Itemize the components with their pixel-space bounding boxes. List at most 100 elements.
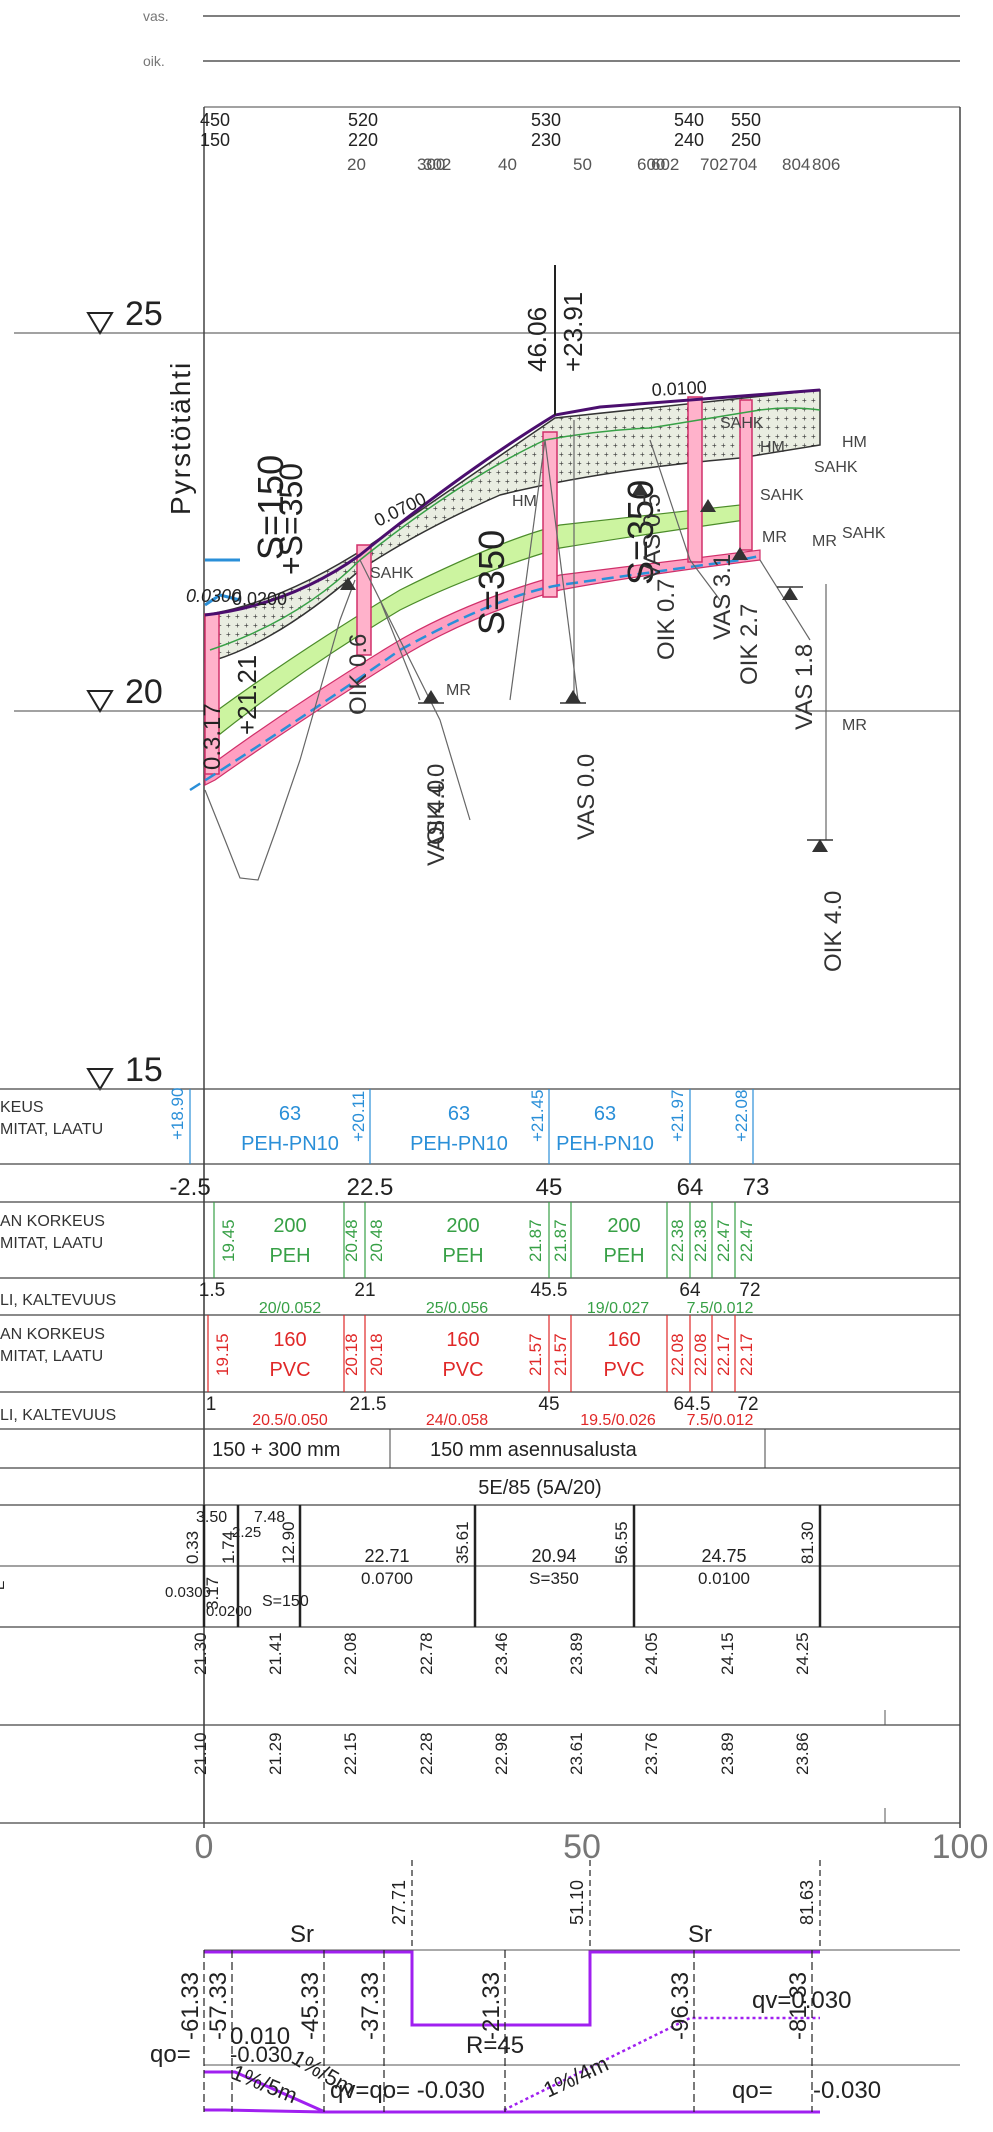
geo-bottom-5: 0.0700 [361, 1569, 413, 1588]
design-level-1: 21.30 [191, 1632, 210, 1675]
radius-150a: S=150 [250, 455, 291, 560]
sewer-station-2: 21.5 [350, 1394, 387, 1415]
design-levels: 21.30 21.41 22.08 22.78 23.46 23.89 24.0… [191, 1632, 886, 1725]
sewer-station-5: 72 [737, 1394, 758, 1415]
tag-mr-4: MR [446, 682, 471, 699]
elevation-20: 20 [125, 673, 163, 711]
geo-bottom-2: 0.0300 [165, 1584, 211, 1601]
storm-level-3: 20.48 [367, 1219, 386, 1262]
street-name: Pyrstötähti [165, 361, 196, 515]
storm-size-2: 200 [446, 1215, 479, 1237]
label-oik-06: OIK 0.6 [345, 634, 372, 715]
bedding-1: 150 + 300 mm [212, 1439, 340, 1461]
label-oik-40b: OIK 4.0 [820, 891, 847, 972]
geo-top-11: 24.75 [701, 1546, 746, 1566]
station-230: 230 [531, 130, 561, 150]
label-vas-00: VAS 0.0 [573, 754, 600, 840]
sub-50: 50 [573, 155, 592, 174]
tag-sahk-2: SAHK [760, 487, 804, 504]
top-elevation-label: 46.06 [522, 307, 552, 372]
sewer-level-6: 22.08 [668, 1333, 687, 1376]
storm-label-3: LI, KALTEVUUS [0, 1292, 116, 1309]
cf-qo-left-val: -0.030 [230, 2042, 292, 2067]
station-250: 250 [731, 130, 761, 150]
water-station-5: 73 [743, 1174, 770, 1201]
geo-top-3: 2.25 [232, 1524, 261, 1541]
cf-qv-top: qv=0.030 [752, 1987, 851, 2014]
design-level-4: 22.78 [417, 1632, 436, 1675]
geo-top-6: 12.90 [279, 1521, 298, 1564]
water-material-3: PEH-PN10 [556, 1133, 654, 1155]
cf-qv-qo: qv=qo= -0.030 [330, 2077, 485, 2104]
sub-806: 806 [812, 155, 840, 174]
elevation-marks: 25 20 15 [86, 295, 163, 1091]
tag-mr-3: MR [842, 717, 867, 734]
radius-350a: S=350 [471, 530, 512, 635]
top-stations: 450 520 530 540 550 150 220 230 240 250 [200, 110, 761, 150]
sewer-level-9: 22.17 [737, 1333, 756, 1376]
axis-labels: 0 50 100 [195, 1828, 989, 1866]
sewer-material-3: PVC [603, 1359, 644, 1381]
geo-top-10: 56.55 [612, 1521, 631, 1564]
storm-station-3: 45.5 [531, 1280, 568, 1301]
geo-top-4: 0.33 [183, 1531, 202, 1564]
tag-hm-3: HM [760, 439, 785, 456]
geo-top-7: 22.71 [364, 1546, 409, 1566]
sewer-size-2: 160 [446, 1329, 479, 1351]
cf-vert-1: -61.33 [177, 1972, 204, 2040]
storm-level-5: 21.87 [551, 1219, 570, 1262]
water-station-3: 45 [536, 1174, 563, 1201]
storm-label-1: AN KORKEUS [0, 1213, 105, 1230]
axis-0: 0 [195, 1828, 214, 1866]
cf-sr-2: Sr [688, 1921, 712, 1948]
design-level-3: 22.08 [341, 1632, 360, 1675]
sewer-label-1: AN KORKEUS [0, 1326, 105, 1343]
cf-vert-6: -96.33 [667, 1972, 694, 2040]
sewer-grade-2: 24/0.058 [426, 1412, 488, 1429]
ground-level-2: 21.29 [266, 1732, 285, 1775]
header-left-label: vas. [143, 8, 169, 24]
cf-vert-3: -45.33 [297, 1972, 324, 2040]
tag-sahk-5: SAHK [720, 415, 764, 432]
elevation-15: 15 [125, 1051, 163, 1089]
water-material-1: PEH-PN10 [241, 1133, 339, 1155]
cross-markers [340, 482, 828, 852]
tag-mr-2: MR [762, 529, 787, 546]
storm-material-2: PEH [442, 1245, 483, 1267]
design-level-8: 24.15 [718, 1632, 737, 1675]
sewer-station-4: 64.5 [674, 1394, 711, 1415]
sewer-level-8: 22.17 [714, 1333, 733, 1376]
ground-level-4: 22.28 [417, 1732, 436, 1775]
water-size-3: 63 [594, 1103, 616, 1125]
utility-tags: HM SAHK SAHK SAHK MR MR MR MR SAHK HM SA… [370, 415, 886, 734]
station-520: 520 [348, 110, 378, 130]
geo-bottom-6: S=350 [529, 1569, 579, 1588]
soil-class: 5E/85 (5A/20) [478, 1477, 601, 1499]
water-label-2: MITAT, LAATU [0, 1121, 103, 1138]
cross-lines [418, 586, 833, 841]
cf-vert-5: -21.33 [478, 1972, 505, 2040]
geo-bottom-3: 0.0200 [206, 1603, 252, 1620]
header-right-label: oik. [143, 53, 165, 69]
sewer-level-4: 21.57 [526, 1333, 545, 1376]
geo-top-8: 35.61 [453, 1521, 472, 1564]
sewer-grade-4: 7.5/0.012 [687, 1412, 754, 1429]
geo-bottom-7: 0.0100 [698, 1569, 750, 1588]
axis-50: 50 [563, 1828, 601, 1866]
tag-hm-2: HM [512, 493, 537, 510]
cf-station-3: 81.63 [797, 1880, 817, 1925]
profile-frame [0, 106, 961, 1828]
label-oik-27: OIK 2.7 [736, 604, 763, 685]
top-elevation-plus: +23.91 [558, 292, 588, 372]
data-table-grid [0, 1088, 960, 1824]
sub-20: 20 [347, 155, 366, 174]
ground-level-5: 22.98 [492, 1732, 511, 1775]
sewer-grade-3: 19.5/0.026 [580, 1412, 656, 1429]
storm-level-4: 21.87 [526, 1219, 545, 1262]
sub-804: 804 [782, 155, 810, 174]
sewer-material-1: PVC [269, 1359, 310, 1381]
sub-300: 300 [417, 155, 445, 174]
axis-100: 100 [932, 1828, 989, 1866]
geo-top-2: 7.48 [254, 1509, 285, 1526]
